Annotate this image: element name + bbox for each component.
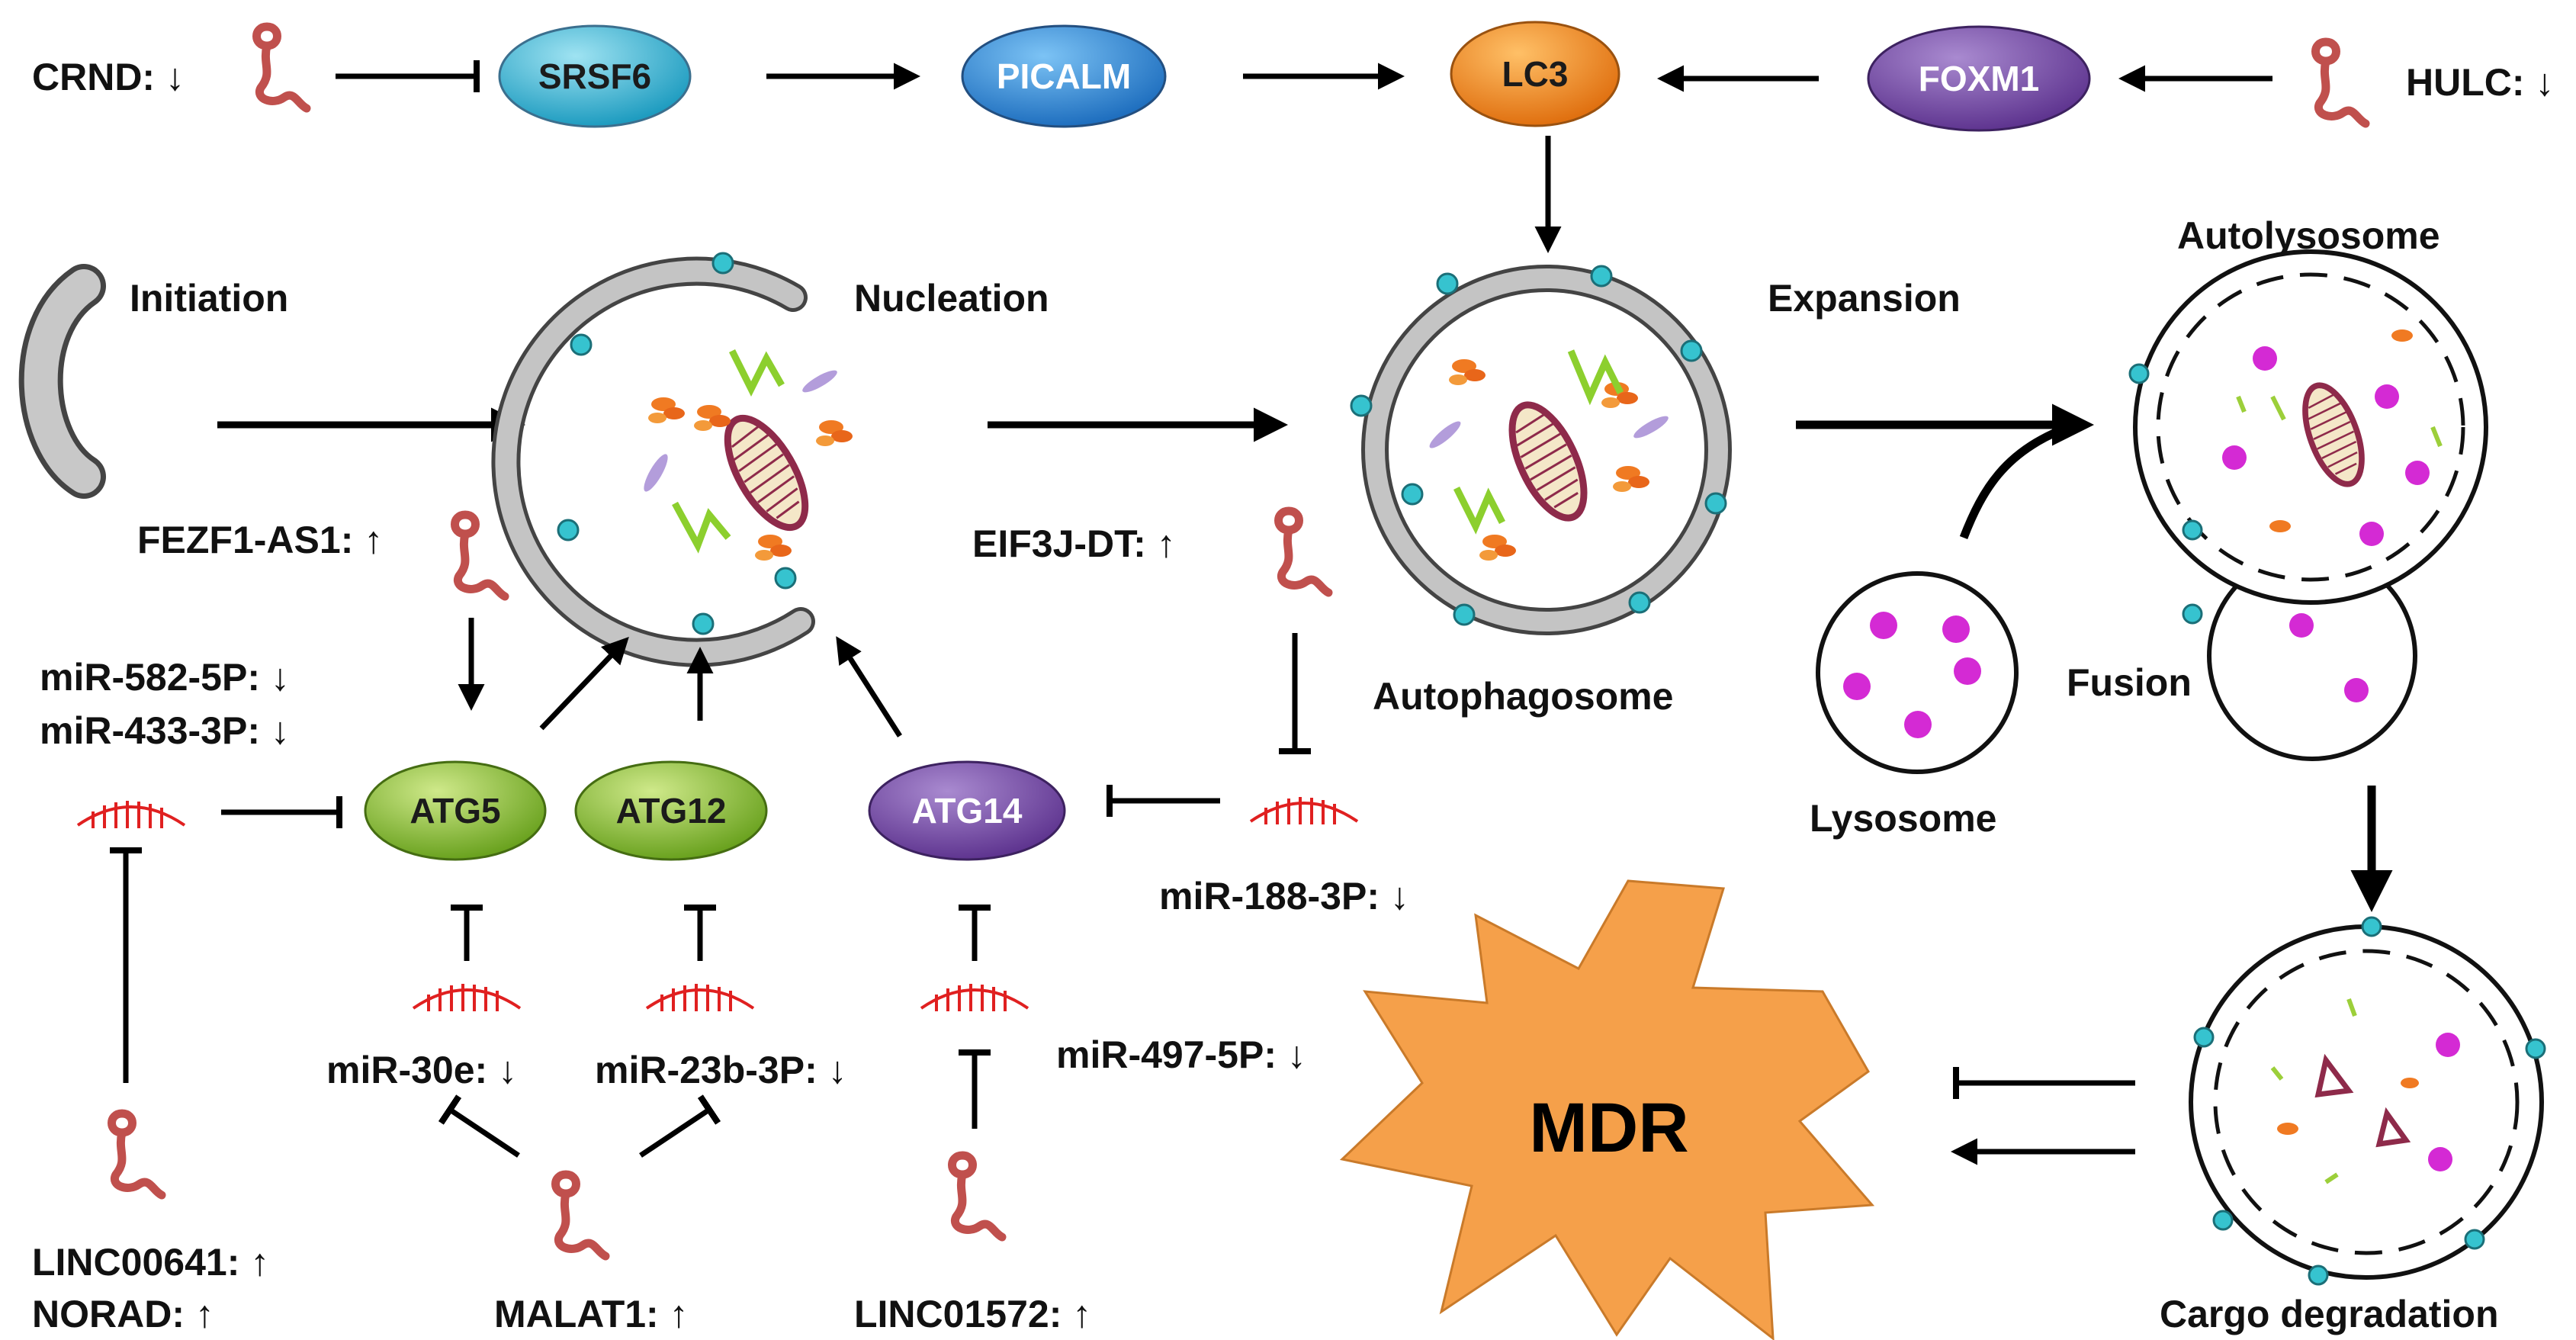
atg14-node: ATG14 xyxy=(868,760,1066,861)
mir-23b-label: miR-23b-3P: ↓ xyxy=(595,1049,847,1091)
mdr-label: MDR xyxy=(1529,1089,1689,1167)
atg12-label: ATG12 xyxy=(616,791,727,831)
atg14-label: ATG14 xyxy=(912,791,1023,831)
picalm-label: PICALM xyxy=(997,56,1131,96)
eif3j-dt-lncrna-icon xyxy=(1279,511,1329,593)
autolysosome-icon xyxy=(2128,249,2488,761)
linc00641-lncrna-icon xyxy=(112,1113,162,1195)
foxm1-node: FOXM1 xyxy=(1867,25,2091,132)
foxm1-label: FOXM1 xyxy=(1919,59,2039,98)
stage-initiation: Initiation xyxy=(130,277,288,320)
mir-582-label: miR-582-5P: ↓ xyxy=(40,656,290,699)
linc00641-label: LINC00641: ↑ xyxy=(32,1241,269,1284)
stage-autophagosome: Autophagosome xyxy=(1373,675,1673,718)
stage-cargo-degradation: Cargo degradation xyxy=(2160,1293,2498,1335)
atg5-node: ATG5 xyxy=(364,760,547,861)
malat1-inhibits-mir30e xyxy=(438,1094,520,1158)
fezf1-as1-label: FEZF1-AS1: ↑ xyxy=(137,519,383,561)
malat1-inhibits-mir23b xyxy=(639,1094,721,1158)
mir-23b-mirna-icon xyxy=(645,982,755,1013)
fezf1-as1-lncrna-icon xyxy=(455,515,506,596)
mir-433-label: miR-433-3P: ↓ xyxy=(40,709,290,752)
linc01572-label: LINC01572: ↑ xyxy=(854,1293,1091,1335)
mir-30e-label: miR-30e: ↓ xyxy=(326,1049,517,1091)
stage-expansion: Expansion xyxy=(1768,277,1961,320)
lysosome-icon xyxy=(1816,571,2019,774)
mir-30e-mirna-icon xyxy=(412,982,522,1013)
stage-lysosome: Lysosome xyxy=(1810,797,1996,840)
picalm-node: PICALM xyxy=(961,24,1167,128)
stage-fusion: Fusion xyxy=(2067,661,2192,704)
linc01572-lncrna-icon xyxy=(952,1155,1003,1237)
atg14-to-nucleation xyxy=(836,636,902,737)
mir-497-label: miR-497-5P: ↓ xyxy=(1056,1033,1306,1076)
norad-label: NORAD: ↑ xyxy=(32,1293,214,1335)
atg12-node: ATG12 xyxy=(574,760,768,861)
autophagosome-icon xyxy=(1350,265,1732,635)
mir-497-mirna-icon xyxy=(920,982,1029,1013)
mir-188-label: miR-188-3P: ↓ xyxy=(1159,875,1409,917)
hulc-lncrna-icon xyxy=(2316,42,2366,124)
phagophore-icon xyxy=(18,264,106,499)
srsf6-node: SRSF6 xyxy=(498,24,692,128)
lysosome-to-fusion-arrow xyxy=(1959,426,2061,539)
cargo-degradation-icon xyxy=(2189,916,2546,1286)
mir-582-433-mirna-icon xyxy=(76,799,186,830)
srsf6-label: SRSF6 xyxy=(538,56,651,96)
crnd-label: CRND: ↓ xyxy=(32,56,185,98)
malat1-lncrna-icon xyxy=(556,1175,606,1256)
lc3-label: LC3 xyxy=(1502,54,1569,94)
atg5-label: ATG5 xyxy=(410,791,500,831)
malat1-label: MALAT1: ↑ xyxy=(494,1293,689,1335)
hulc-label: HULC: ↓ xyxy=(2406,61,2554,104)
eif3j-dt-label: EIF3J-DT: ↑ xyxy=(972,522,1176,565)
nucleation-membrane-icon xyxy=(491,252,853,667)
lc3-node: LC3 xyxy=(1450,21,1620,127)
atg5-to-nucleation xyxy=(539,636,629,731)
stage-nucleation: Nucleation xyxy=(854,277,1049,320)
crnd-lncrna-icon xyxy=(257,27,307,108)
mdr-burst: MDR xyxy=(1339,879,1875,1340)
mir-188-mirna-icon xyxy=(1249,795,1359,826)
